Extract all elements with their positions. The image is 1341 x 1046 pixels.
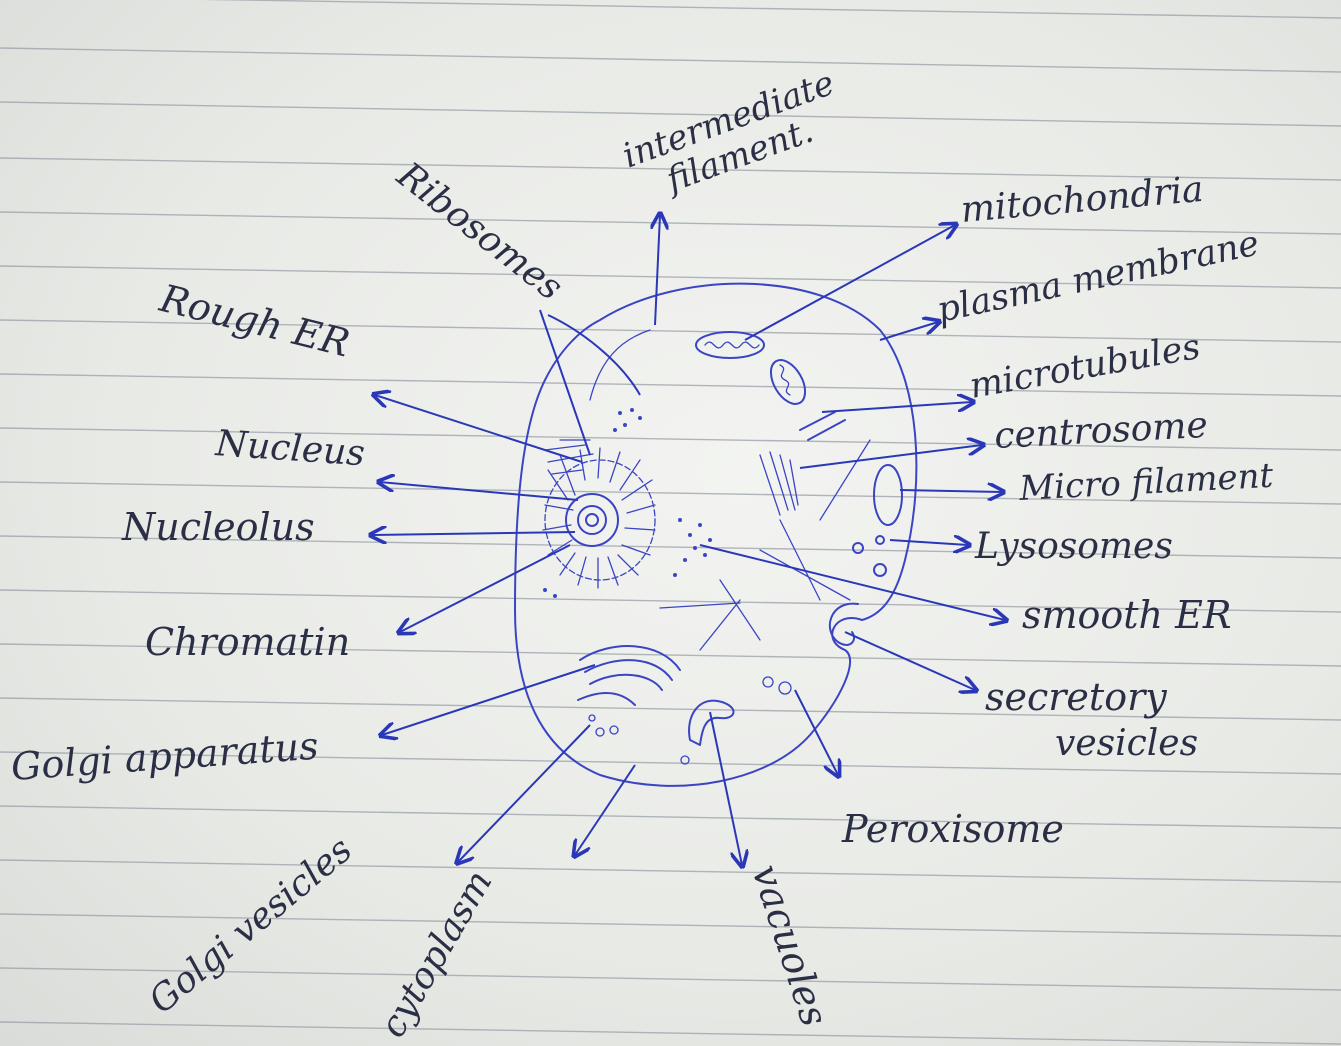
nucleolus-shape bbox=[566, 494, 618, 546]
labels: intermediate filament. mitochondria plas… bbox=[10, 63, 1275, 1045]
secretory-vesicle-shape bbox=[830, 604, 858, 645]
label-cytoplasm: cytoplasm bbox=[372, 864, 500, 1045]
label-peroxisome: Peroxisome bbox=[841, 807, 1064, 851]
nucleus-shape bbox=[543, 448, 655, 588]
label-chromatin: Chromatin bbox=[145, 620, 350, 664]
ribosome-dots bbox=[543, 408, 712, 598]
label-centrosome: centrosome bbox=[993, 405, 1208, 457]
peroxisome-shape bbox=[763, 677, 791, 694]
label-nucleolus: Nucleolus bbox=[121, 505, 315, 549]
label-secretory-vesicles-2: vesicles bbox=[1055, 723, 1198, 764]
label-smooth-er: smooth ER bbox=[1022, 593, 1231, 637]
label-lysosomes: Lysosomes bbox=[974, 526, 1173, 567]
label-nucleus: Nucleus bbox=[213, 423, 366, 474]
cell bbox=[515, 284, 916, 786]
label-microtubules: microtubules bbox=[967, 327, 1204, 407]
mitochondria-shape bbox=[696, 332, 812, 410]
label-vacuoles: vacuoles bbox=[743, 859, 836, 1031]
label-microfilament: Micro filament bbox=[1017, 456, 1274, 509]
label-golgi-apparatus: Golgi apparatus bbox=[10, 724, 320, 789]
label-plasma-membrane: plasma membrane bbox=[934, 223, 1263, 330]
label-ribosomes: Ribosomes bbox=[389, 154, 571, 308]
label-rough-er: Rough ER bbox=[155, 276, 354, 366]
lysosomes-shape bbox=[853, 465, 902, 576]
plasma-membrane-outline bbox=[515, 284, 916, 786]
label-secretory-vesicles-1: secretory bbox=[985, 675, 1167, 719]
label-golgi-vesicles: Golgi vesicles bbox=[141, 829, 360, 1022]
golgi-vesicles-shape bbox=[589, 715, 618, 736]
label-mitochondria: mitochondria bbox=[959, 169, 1205, 231]
